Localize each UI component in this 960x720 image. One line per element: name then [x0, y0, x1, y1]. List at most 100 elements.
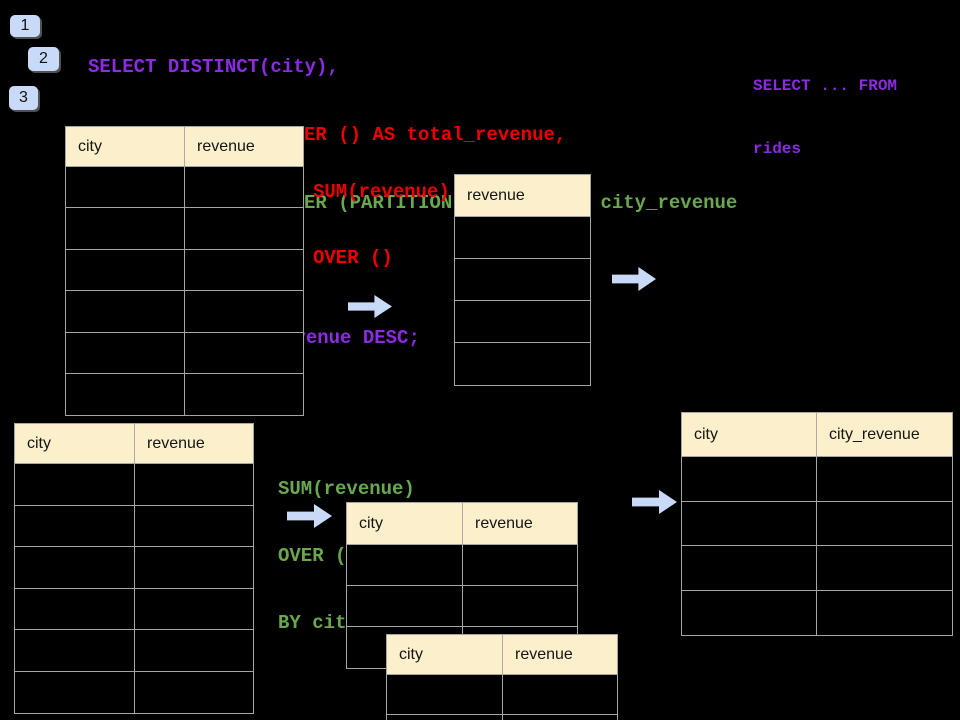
- table-row: [66, 373, 303, 416]
- table-cell: [185, 291, 303, 331]
- table-cell: [135, 630, 253, 671]
- table-city-revenue-result: city city_revenue: [681, 412, 953, 636]
- table-header: revenue: [455, 175, 590, 217]
- step-badge-2: 2: [28, 47, 59, 71]
- table-cell: [66, 249, 185, 291]
- table-cell: [66, 291, 185, 332]
- table-row: [455, 259, 590, 301]
- header-cell-city: city: [347, 503, 463, 544]
- table-row: [682, 546, 952, 591]
- table-row: [66, 332, 303, 374]
- table-header: city revenue: [15, 424, 253, 464]
- table-cell: [185, 374, 303, 415]
- partition-annotation-line-1: SUM(revenue): [278, 477, 415, 500]
- table-cell: [347, 545, 463, 585]
- arrow-right-to-city-result-icon: [632, 490, 677, 514]
- table-cell: [817, 457, 952, 501]
- table-row: [682, 590, 952, 636]
- table-cell: [455, 301, 590, 342]
- table-row: [387, 675, 617, 715]
- table-cell: [135, 464, 253, 505]
- table-cell: [347, 586, 463, 626]
- table-cell: [135, 506, 253, 547]
- table-cell: [387, 715, 503, 720]
- table-cell: [15, 671, 135, 713]
- table-cell: [66, 332, 185, 373]
- table-row: [387, 715, 617, 720]
- table-cell: [135, 589, 253, 630]
- total-annotation-line-1: SUM(revenue): [313, 181, 450, 203]
- step-badge-1: 1: [10, 15, 40, 37]
- code-line-select: SELECT DISTINCT(city),: [88, 56, 339, 79]
- table-cell: [817, 591, 952, 636]
- table-cell: [185, 250, 303, 290]
- table-cell: [463, 586, 577, 626]
- table-header: city revenue: [387, 635, 617, 675]
- table-cell: [15, 464, 135, 505]
- table-cell: [135, 672, 253, 714]
- table-row: [682, 457, 952, 502]
- table-cell: [387, 675, 503, 714]
- table-row: [455, 217, 590, 259]
- table-cell: [66, 373, 185, 416]
- table-cell: [66, 167, 185, 208]
- table-cell: [15, 630, 135, 671]
- table-row: [66, 167, 303, 209]
- table-source-bottom: city revenue: [14, 423, 254, 714]
- header-cell-city: city: [66, 127, 185, 166]
- table-cell: [817, 546, 952, 590]
- header-cell-revenue: revenue: [197, 137, 255, 155]
- table-row: [15, 547, 253, 589]
- table-cell: [15, 588, 135, 629]
- table-cell: [455, 259, 590, 300]
- table-cell: [15, 505, 135, 546]
- header-cell-revenue: revenue: [475, 514, 533, 532]
- table-cell: [15, 547, 135, 588]
- table-cell: [503, 715, 617, 720]
- table-row: [15, 464, 253, 506]
- header-cell-revenue: revenue: [467, 186, 525, 204]
- table-row: [66, 291, 303, 333]
- table-partition-overlay: city revenue: [386, 634, 618, 720]
- table-header: city revenue: [347, 503, 577, 545]
- table-row: [15, 630, 253, 672]
- table-cell: [185, 167, 303, 207]
- table-total-result: revenue: [454, 174, 591, 386]
- side-code-line-1: SELECT ... FROM: [753, 77, 898, 95]
- header-cell-city: city: [682, 413, 817, 456]
- table-cell: [503, 675, 617, 714]
- table-cell: [185, 333, 303, 373]
- table-cell: [66, 208, 185, 249]
- table-cell: [135, 547, 253, 588]
- table-cell: [455, 343, 590, 385]
- table-row: [347, 545, 577, 586]
- table-cell: [682, 501, 817, 545]
- table-row: [455, 301, 590, 343]
- side-code-line-2: rides: [753, 140, 802, 158]
- step-badge-3: 3: [9, 86, 38, 110]
- table-cell: [817, 502, 952, 546]
- header-cell-city: city: [15, 424, 135, 463]
- side-code-snippet: SELECT ... FROM rides: [753, 34, 897, 202]
- header-cell-revenue: revenue: [147, 434, 205, 452]
- table-cell: [455, 217, 590, 258]
- table-cell: [682, 546, 817, 590]
- table-cell: [682, 590, 817, 635]
- table-cell: [682, 457, 817, 501]
- table-row: [455, 343, 590, 385]
- table-header: city city_revenue: [682, 413, 952, 457]
- table-row: [66, 249, 303, 292]
- table-row: [15, 671, 253, 714]
- table-row: [347, 586, 577, 627]
- header-cell-revenue: revenue: [515, 645, 573, 663]
- table-source-top: city revenue: [65, 126, 304, 417]
- table-cell: [185, 208, 303, 248]
- table-row: [66, 208, 303, 250]
- table-row: [15, 588, 253, 630]
- total-annotation-line-2: OVER (): [313, 247, 393, 269]
- header-cell-city-revenue: city_revenue: [829, 425, 920, 443]
- total-revenue-annotation: SUM(revenue) OVER (): [313, 137, 450, 313]
- table-row: [15, 505, 253, 547]
- table-row: [682, 501, 952, 546]
